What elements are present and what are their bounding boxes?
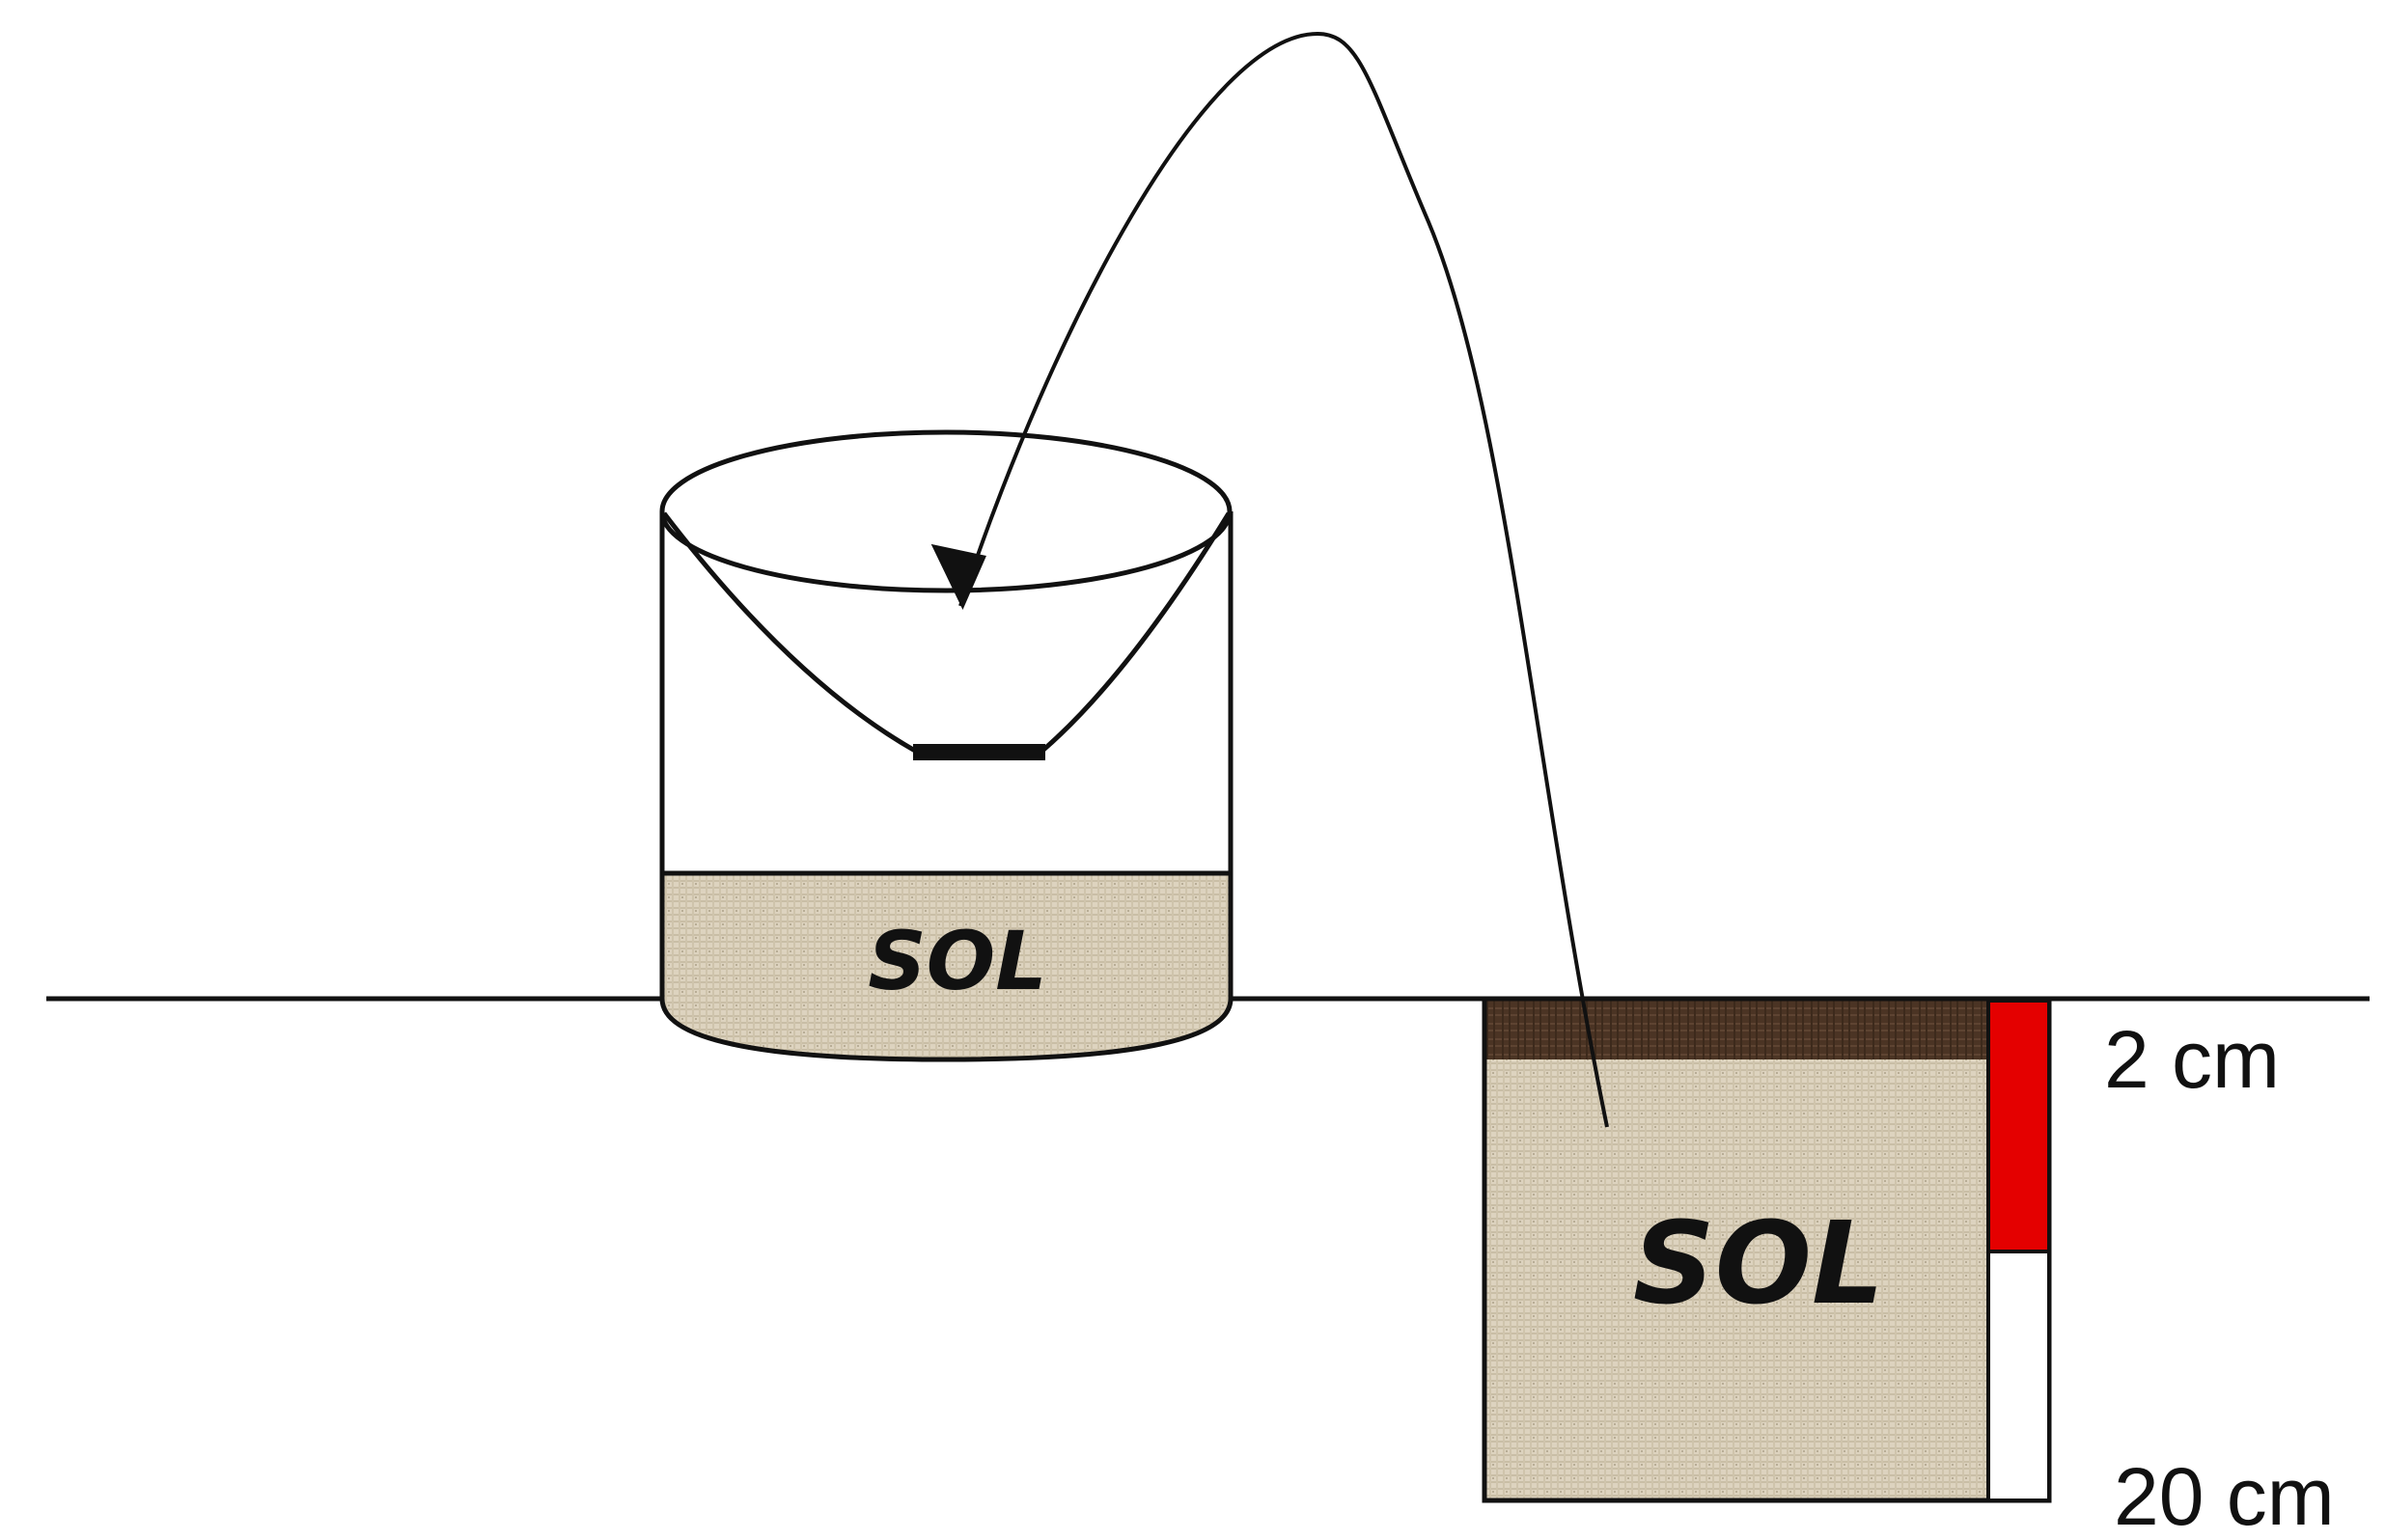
pit-topsoil-layer xyxy=(1484,1001,1988,1059)
soil-pit xyxy=(1482,996,2052,1503)
depth-label-2cm: 2 cm xyxy=(2104,1014,2280,1105)
depth-marker-red xyxy=(1986,999,2051,1253)
transfer-arrow xyxy=(958,31,1609,1128)
depth-label-20cm: 20 cm xyxy=(2114,1451,2335,1535)
arrow-head xyxy=(930,543,986,610)
funnel-outlet xyxy=(913,744,1045,760)
bucket-soil xyxy=(659,870,1234,1062)
depth-marker-white xyxy=(1986,1250,2051,1502)
pit-soil-label: SOL xyxy=(1633,1196,1885,1330)
pit-soil xyxy=(1484,1059,1988,1499)
bucket-rim xyxy=(659,429,1233,593)
bucket-soil-label: SOL xyxy=(868,914,1046,1008)
collection-bucket xyxy=(659,429,1234,1062)
